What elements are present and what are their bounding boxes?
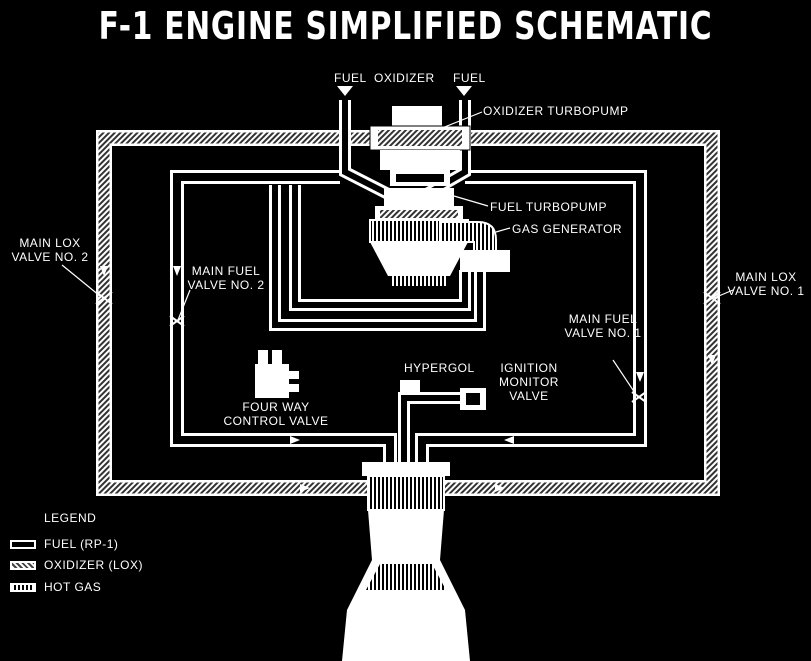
label-four-way-control-valve: FOUR WAY CONTROL VALVE [223,400,329,428]
hot-gas-swatch-icon [10,582,36,592]
label-gas-generator: GAS GENERATOR [512,222,623,236]
thrust-chamber [342,462,470,661]
legend-item-hot-gas: HOT GAS [10,580,101,594]
label-main-lox-valve-2: MAIN LOX VALVE NO. 2 [11,236,89,264]
label-main-fuel-valve-2: MAIN FUEL VALVE NO. 2 [187,264,265,292]
page-title: F-1 ENGINE SIMPLIFIED SCHEMATIC [98,4,713,48]
four-way-control-valve [255,350,299,398]
fuel-turbopump [369,188,469,286]
label-fuel-left: FUEL [334,71,367,85]
leader-lines [61,111,734,397]
legend-title: LEGEND [44,511,97,525]
label-hypergol: HYPERGOL [404,361,475,375]
label-oxidizer: OXIDIZER [374,71,435,85]
fuel-line-inner [170,170,647,468]
oxidizer-turbopump [369,106,471,186]
valve-markers [95,291,721,403]
label-main-lox-valve-1: MAIN LOX VALVE NO. 1 [727,270,805,298]
gas-generator [439,221,510,272]
label-ignition-monitor-valve: IGNITION MONITOR VALVE [499,361,559,403]
fuel-swatch-icon [10,539,36,549]
label-fuel-right: FUEL [453,71,486,85]
legend-item-oxidizer: OXIDIZER (LOX) [10,558,143,572]
oxidizer-line-outer [96,130,720,496]
hypergol-line [398,380,486,470]
flow-arrows [100,266,716,492]
label-oxidizer-turbopump: OXIDIZER TURBOPUMP [483,104,629,118]
legend-item-fuel: FUEL (RP-1) [10,537,118,551]
label-fuel-turbopump: FUEL TURBOPUMP [490,200,608,214]
label-main-fuel-valve-1: MAIN FUEL VALVE NO. 1 [564,312,642,340]
fuel-feed-lines [269,100,486,331]
oxidizer-swatch-icon [10,560,36,570]
inlet-arrows [337,86,472,96]
